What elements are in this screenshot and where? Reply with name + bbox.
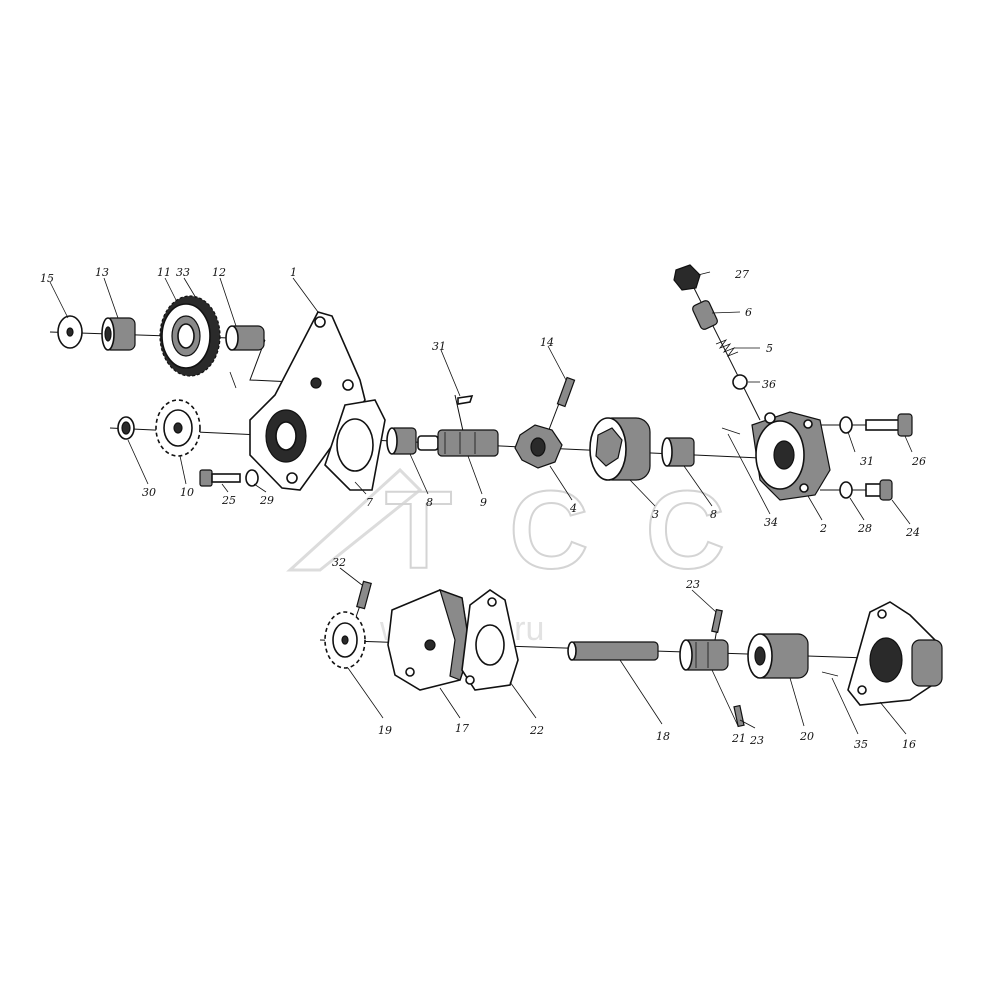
part-28-washer — [839, 481, 853, 499]
callout-11: 11 — [157, 266, 171, 279]
part-15-washer — [57, 315, 83, 349]
part-32-pin — [356, 580, 372, 610]
part-31-key — [457, 395, 474, 405]
callout-21: 21 — [731, 732, 746, 745]
part-20-rotor — [747, 633, 809, 679]
callout-8b: 8 — [710, 508, 717, 521]
part-31-washer — [839, 416, 853, 434]
part-9-shaft — [417, 429, 499, 457]
part-8-bushing-left — [386, 427, 417, 455]
part-2-pump-body — [751, 411, 831, 501]
part-26-bolt — [865, 413, 913, 437]
callout-4: 4 — [569, 502, 577, 515]
part-10-gear — [155, 399, 201, 457]
part-13-bearing — [101, 317, 136, 351]
watermark-logo-triangle — [286, 467, 423, 572]
part-16-housing — [847, 601, 943, 706]
callout-12: 12 — [212, 266, 226, 279]
callout-3: 3 — [652, 508, 659, 521]
callout-15: 15 — [40, 272, 54, 285]
part-3-outer-rotor — [589, 417, 651, 481]
part-17-cover — [387, 589, 471, 691]
part-22-gasket — [461, 589, 519, 691]
callout-20: 20 — [799, 730, 814, 743]
callout-5: 5 — [766, 342, 773, 355]
part-14-pin — [556, 376, 576, 408]
callout-30: 30 — [142, 486, 156, 499]
part-29-washer — [245, 469, 259, 487]
callout-35: 35 — [854, 738, 868, 751]
callout-14: 14 — [540, 336, 554, 349]
callout-36: 36 — [762, 378, 776, 391]
part-7-gasket — [324, 399, 386, 491]
part-23-pin-bottom — [733, 704, 745, 728]
callout-31b: 31 — [860, 455, 874, 468]
callout-23b: 23 — [749, 734, 764, 747]
part-18-shaft — [567, 641, 659, 661]
part-11-gear — [159, 295, 221, 377]
callout-7: 7 — [366, 496, 373, 509]
part-4-inner-rotor — [514, 424, 563, 469]
callout-31a: 31 — [432, 340, 446, 353]
part-21-gear — [679, 639, 729, 671]
leader-lines — [49, 271, 913, 735]
callout-6: 6 — [745, 306, 752, 319]
callout-28: 28 — [857, 522, 872, 535]
part-36-ball — [732, 374, 748, 390]
callout-8a: 8 — [426, 496, 433, 509]
callout-33: 33 — [176, 266, 190, 279]
part-27-plug — [673, 264, 701, 291]
callout-2: 2 — [819, 522, 827, 535]
callout-34: 34 — [764, 516, 778, 529]
part-34-pin — [721, 427, 741, 435]
callout-10: 10 — [180, 486, 194, 499]
callout-18: 18 — [656, 730, 670, 743]
callout-25: 25 — [221, 494, 236, 507]
part-8-bushing-right — [661, 437, 695, 467]
part-30-washer — [117, 416, 135, 440]
callout-29: 29 — [259, 494, 274, 507]
callout-26: 26 — [911, 455, 926, 468]
callout-27: 27 — [734, 268, 749, 281]
callout-1: 1 — [290, 266, 297, 279]
callout-17: 17 — [455, 722, 469, 735]
part-24-plug — [865, 479, 893, 501]
part-6-cap — [692, 300, 718, 330]
callout-labels: 15 13 11 33 12 1 27 6 5 36 31 14 31 26 3… — [40, 266, 926, 751]
callout-24: 24 — [905, 526, 920, 539]
callout-22: 22 — [529, 724, 544, 737]
callout-23a: 23 — [685, 578, 700, 591]
part-23-pin-top — [711, 608, 723, 634]
callout-19: 19 — [378, 724, 392, 737]
callout-16: 16 — [902, 738, 916, 751]
callout-13: 13 — [95, 266, 109, 279]
part-35-pin — [821, 671, 839, 677]
part-25-bolt — [199, 469, 241, 487]
watermark-logo: TCC — [385, 469, 725, 592]
callout-32: 32 — [332, 556, 346, 569]
part-1-housing-plate — [249, 311, 366, 491]
callout-9: 9 — [480, 496, 487, 509]
part-12-hub — [225, 325, 265, 389]
part-19-sprocket — [324, 611, 366, 669]
part-5-spring — [715, 339, 739, 357]
